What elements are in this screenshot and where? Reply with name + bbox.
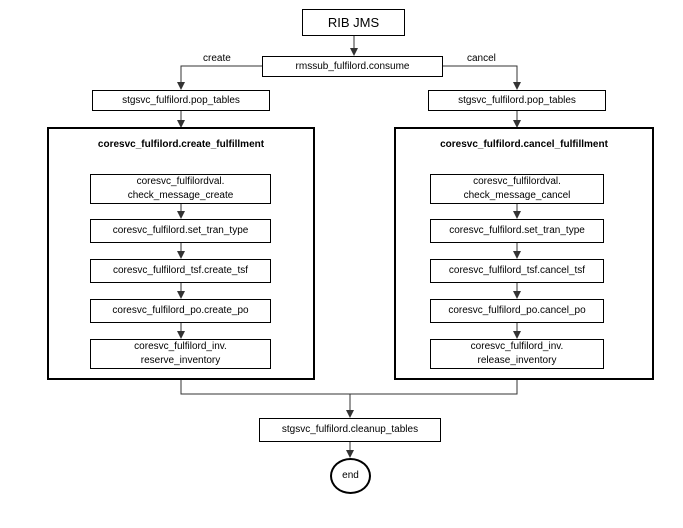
consume-label: rmssub_fulfilord.consume — [295, 60, 410, 72]
create-fulfillment-frame: coresvc_fulfilord.create_fulfillment — [47, 127, 315, 380]
right-step-node: coresvc_fulfilord_inv. release_inventory — [430, 339, 604, 369]
end-label: end — [342, 470, 359, 481]
right-step-label: coresvc_fulfilord_po.cancel_po — [448, 305, 586, 316]
right-pop-tables-label: stgsvc_fulfilord.pop_tables — [458, 94, 576, 106]
edge-consume-cancel — [443, 65, 521, 90]
right-step-label: coresvc_fulfilord_inv. release_inventory — [470, 341, 564, 366]
cancel-fulfillment-frame: coresvc_fulfilord.cancel_fulfillment — [394, 127, 654, 380]
left-pop-tables-node: stgsvc_fulfilord.pop_tables — [92, 90, 270, 111]
left-step-node: coresvc_fulfilord_inv. reserve_inventory — [90, 339, 271, 369]
cleanup-tables-node: stgsvc_fulfilord.cleanup_tables — [259, 418, 441, 442]
right-step-node: coresvc_fulfilord_po.cancel_po — [430, 299, 604, 323]
left-step-label: coresvc_fulfilord_inv. reserve_inventory — [134, 341, 227, 366]
left-step-node: coresvc_fulfilord_tsf.create_tsf — [90, 259, 271, 283]
cleanup-tables-label: stgsvc_fulfilord.cleanup_tables — [281, 424, 419, 435]
right-step-label: coresvc_fulfilord_tsf.cancel_tsf — [448, 265, 586, 276]
edge-merge — [180, 380, 518, 395]
right-step-node: coresvc_fulfilordval. check_message_canc… — [430, 174, 604, 204]
edge-label-create: create — [203, 53, 231, 64]
left-pop-tables-label: stgsvc_fulfilord.pop_tables — [122, 94, 240, 106]
rib-jms-label: RIB JMS — [327, 14, 380, 30]
cancel-fulfillment-title: coresvc_fulfilord.cancel_fulfillment — [440, 139, 608, 150]
right-pop-tables-node: stgsvc_fulfilord.pop_tables — [428, 90, 606, 111]
left-step-label: coresvc_fulfilordval. check_message_crea… — [127, 176, 234, 201]
right-step-label: coresvc_fulfilord.set_tran_type — [449, 225, 585, 236]
right-step-label: coresvc_fulfilordval. check_message_canc… — [463, 176, 571, 201]
right-step-node: coresvc_fulfilord_tsf.cancel_tsf — [430, 259, 604, 283]
left-step-label: coresvc_fulfilord_po.create_po — [112, 305, 249, 316]
left-step-node: coresvc_fulfilord_po.create_po — [90, 299, 271, 323]
create-fulfillment-title: coresvc_fulfilord.create_fulfillment — [97, 139, 265, 150]
edge-consume-create — [177, 65, 262, 90]
consume-node: rmssub_fulfilord.consume — [262, 56, 443, 77]
end-node: end — [330, 458, 371, 494]
left-step-label: coresvc_fulfilord_tsf.create_tsf — [112, 265, 249, 276]
left-step-label: coresvc_fulfilord.set_tran_type — [112, 225, 249, 236]
left-step-node: coresvc_fulfilordval. check_message_crea… — [90, 174, 271, 204]
left-step-node: coresvc_fulfilord.set_tran_type — [90, 219, 271, 243]
rib-jms-node: RIB JMS — [302, 9, 405, 36]
right-step-node: coresvc_fulfilord.set_tran_type — [430, 219, 604, 243]
edge-label-cancel: cancel — [467, 53, 496, 64]
